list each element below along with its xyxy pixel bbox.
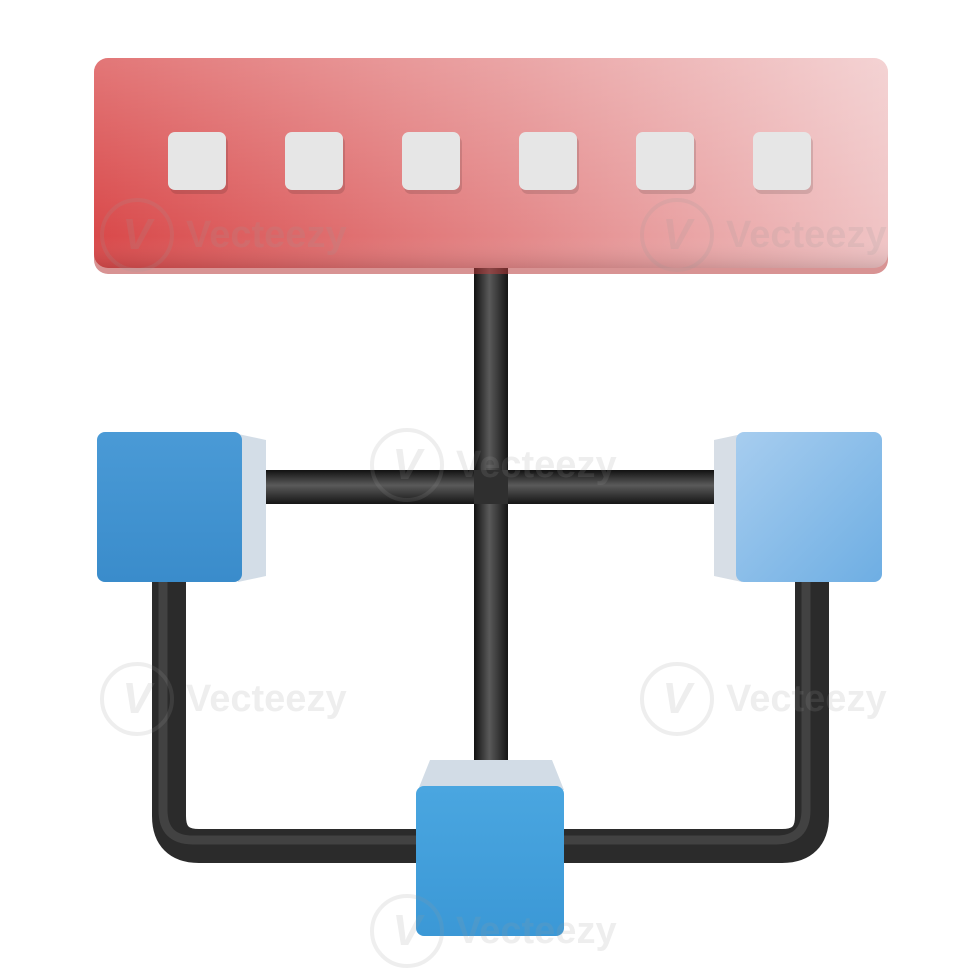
network-switch bbox=[94, 58, 888, 274]
node-left bbox=[97, 432, 266, 582]
switch-port bbox=[402, 132, 460, 190]
switch-port bbox=[168, 132, 226, 190]
node-bottom bbox=[416, 760, 564, 936]
cables bbox=[152, 262, 829, 863]
node-right-side bbox=[714, 434, 742, 582]
cable-left-bottom bbox=[152, 558, 447, 863]
switch-ports bbox=[168, 132, 813, 194]
node-left-side bbox=[238, 434, 266, 582]
node-right bbox=[714, 432, 882, 582]
switch-port bbox=[636, 132, 694, 190]
cable-right-bottom bbox=[533, 558, 829, 863]
switch-port bbox=[519, 132, 577, 190]
switch-port bbox=[285, 132, 343, 190]
node-bottom-face bbox=[416, 786, 564, 936]
node-bottom-top bbox=[418, 760, 564, 790]
node-right-face bbox=[736, 432, 882, 582]
cable-junction bbox=[474, 470, 508, 504]
node-left-face bbox=[97, 432, 242, 582]
switch-port bbox=[753, 132, 811, 190]
cable-trunk bbox=[474, 262, 508, 782]
